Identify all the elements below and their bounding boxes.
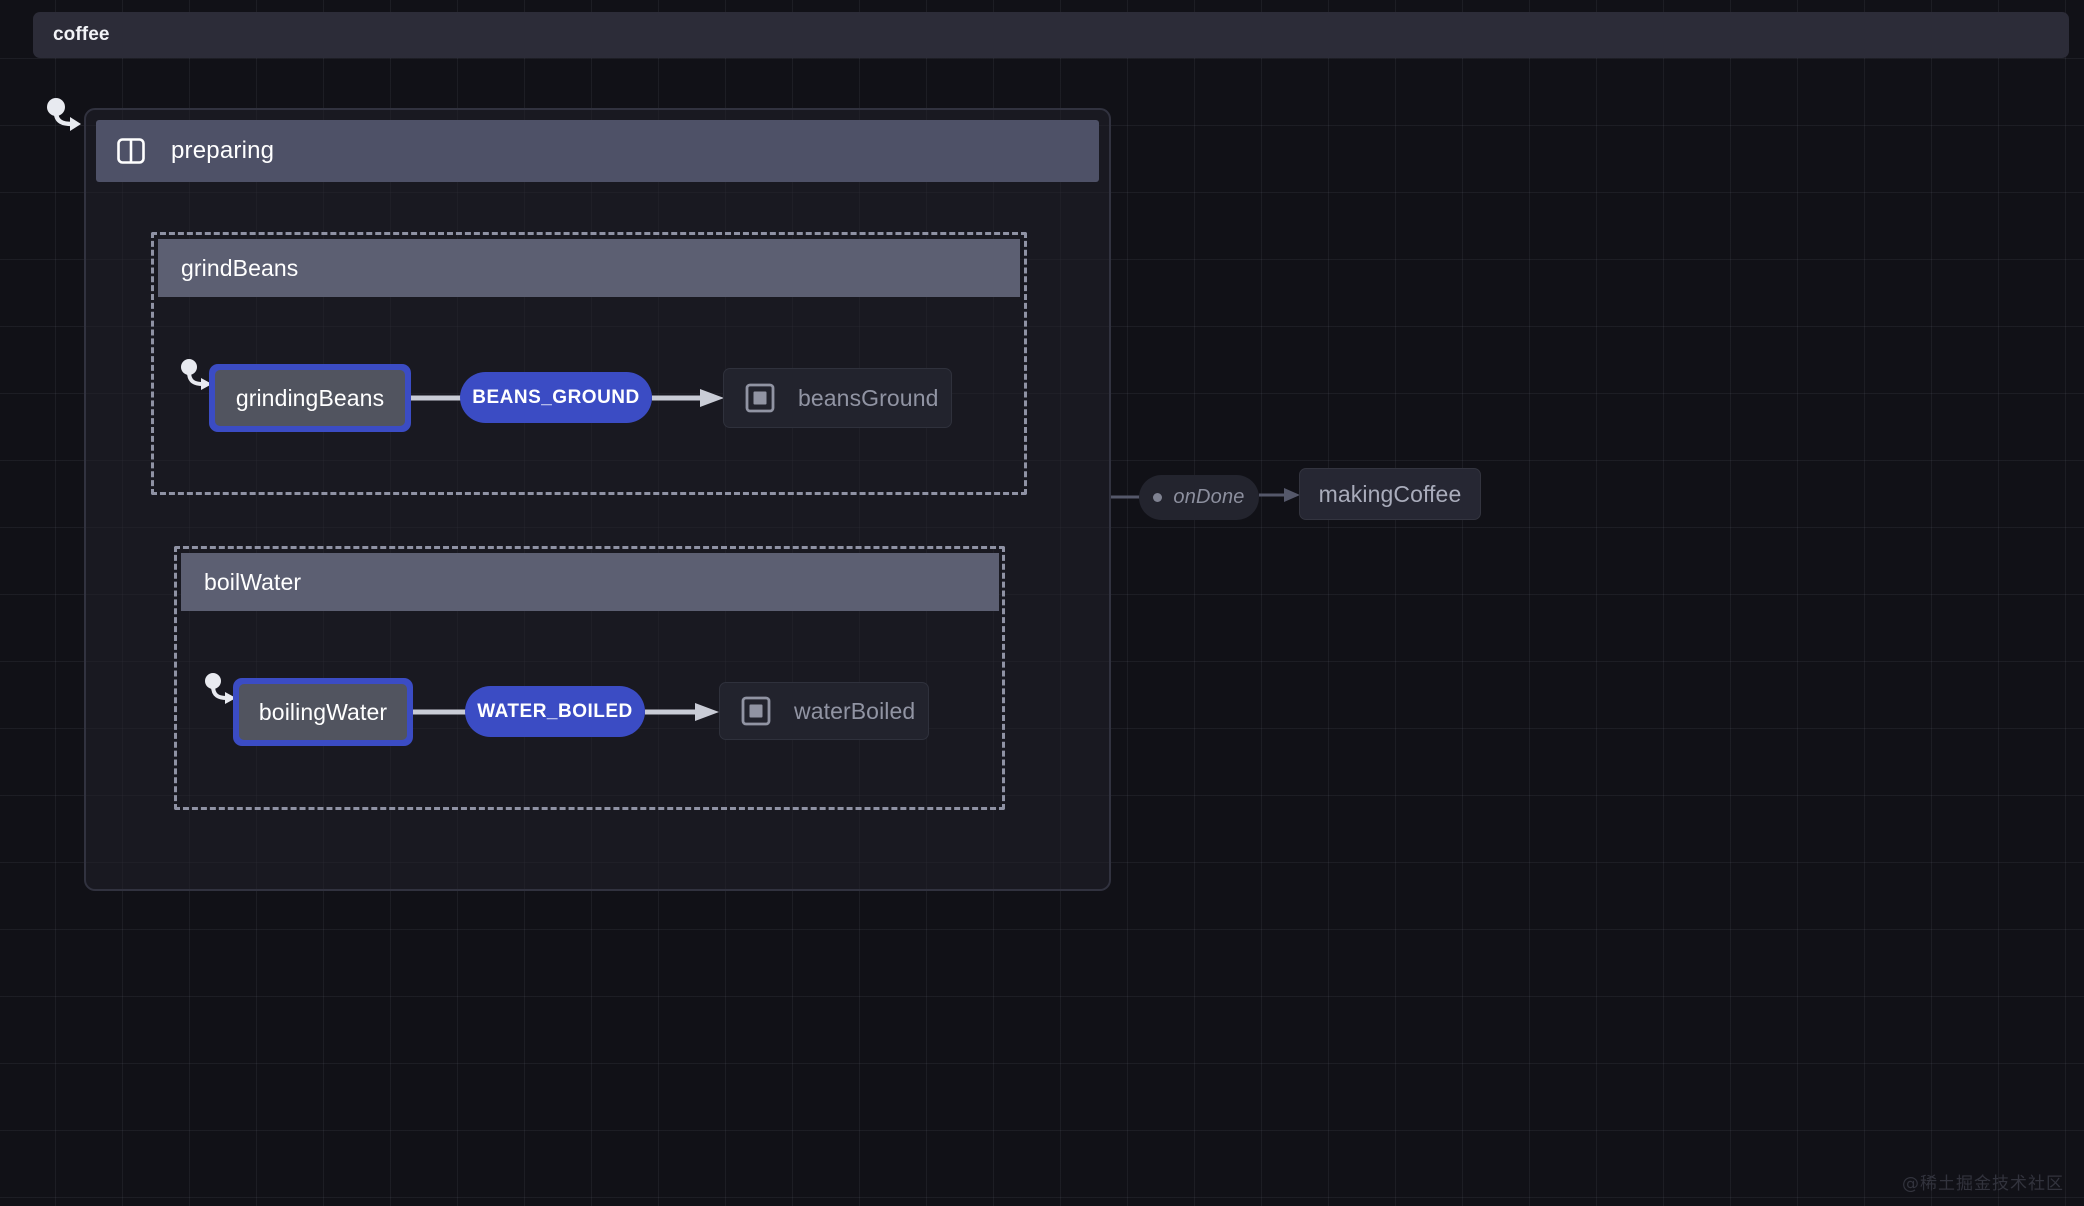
event-pill-beans-ground-label: BEANS_GROUND [472, 386, 640, 408]
machine-title: coffee [53, 24, 110, 45]
edge-preparing-to-ondone [1111, 492, 1141, 502]
done-indicator-dot [1153, 493, 1163, 502]
state-node-beansground-label: beansGround [798, 384, 939, 411]
initial-state-marker-grindingbeans [181, 359, 221, 395]
region-boilwater[interactable]: boilWater [174, 546, 1005, 810]
event-pill-water-boiled[interactable]: WATER_BOILED [465, 686, 645, 737]
region-grindbeans-header[interactable]: grindBeans [158, 239, 1020, 297]
state-node-boilingwater[interactable]: boilingWater [233, 678, 413, 746]
event-pill-on-done-label: onDone [1173, 486, 1245, 508]
final-state-icon [741, 696, 771, 726]
machine-node-coffee[interactable]: coffee [33, 12, 2069, 58]
event-pill-on-done[interactable]: onDone [1139, 475, 1259, 520]
state-node-boilingwater-label: boilingWater [258, 698, 388, 725]
region-grindbeans-label: grindBeans [181, 254, 299, 281]
state-node-grindingbeans-label: grindingBeans [235, 384, 385, 411]
state-node-makingcoffee-label: makingCoffee [1318, 480, 1462, 507]
event-pill-water-boiled-label: WATER_BOILED [477, 700, 633, 722]
initial-state-marker-preparing [45, 98, 89, 134]
state-node-preparing[interactable]: preparing [84, 108, 1111, 891]
region-boilwater-label: boilWater [204, 568, 302, 595]
state-node-grindingbeans[interactable]: grindingBeans [209, 364, 411, 432]
state-node-waterboiled-label: waterBoiled [794, 697, 916, 724]
region-boilwater-header[interactable]: boilWater [181, 553, 999, 611]
state-node-waterboiled[interactable]: waterBoiled [719, 682, 929, 740]
parallel-state-icon [116, 136, 146, 166]
event-pill-beans-ground[interactable]: BEANS_GROUND [460, 372, 652, 423]
state-node-grindingbeans-inner: grindingBeans [215, 370, 405, 426]
region-grindbeans[interactable]: grindBeans [151, 232, 1027, 495]
preparing-header[interactable]: preparing [96, 120, 1099, 182]
state-node-makingcoffee[interactable]: makingCoffee [1299, 468, 1481, 520]
state-node-beansground[interactable]: beansGround [723, 368, 952, 428]
preparing-label: preparing [171, 137, 275, 164]
edge-ondone-to-makingcoffee [1259, 485, 1303, 505]
watermark: @稀土掘金技术社区 [1902, 1174, 2064, 1194]
state-node-boilingwater-inner: boilingWater [239, 684, 407, 740]
final-state-icon [745, 383, 775, 413]
initial-state-marker-boilingwater [205, 673, 245, 709]
